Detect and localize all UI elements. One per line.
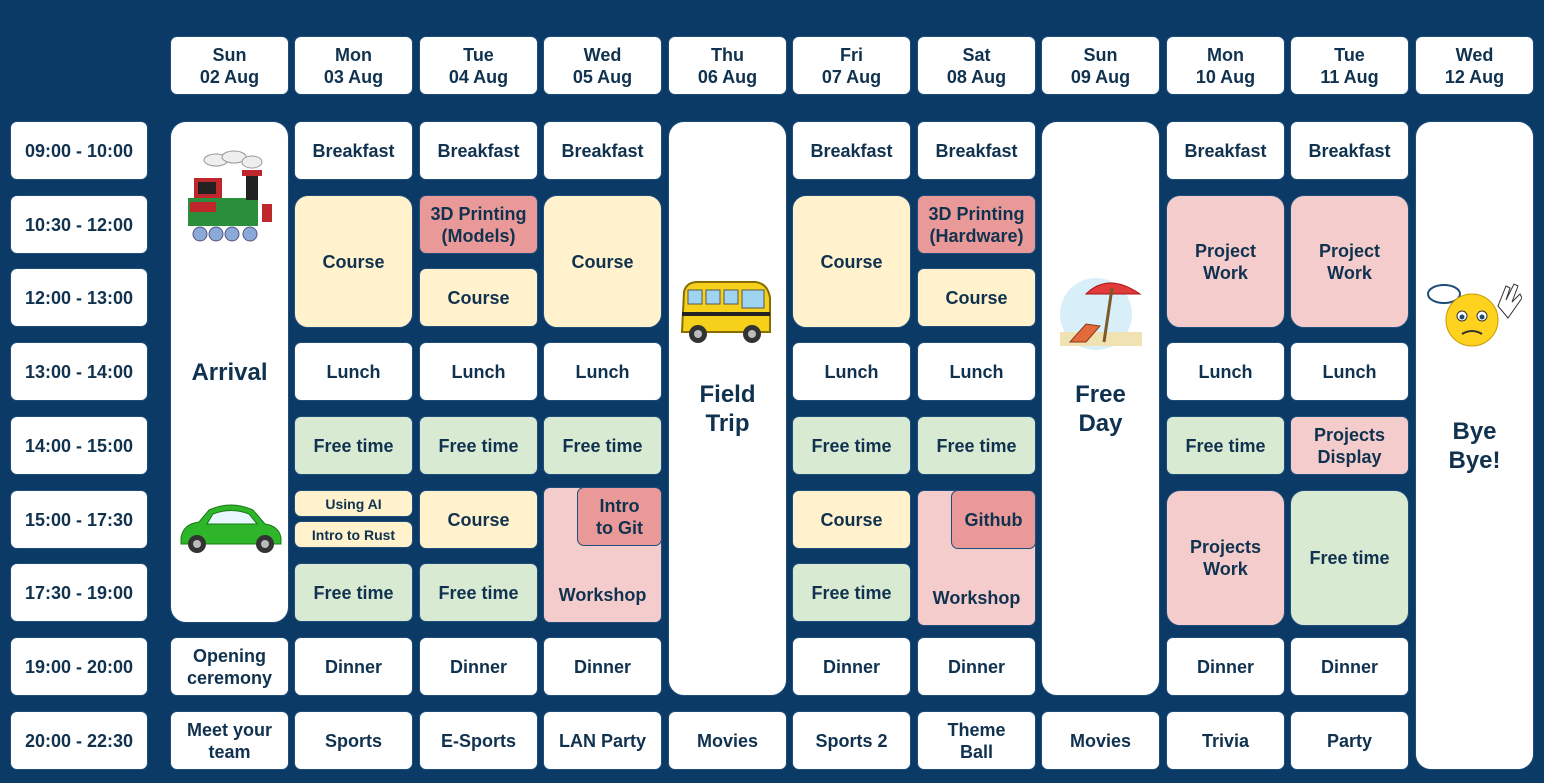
event-opening-ceremony: Opening ceremony [170, 637, 289, 696]
event-course: Course [792, 490, 911, 549]
event-free-time: Free time [1166, 416, 1285, 475]
day-header: Fri 07 Aug [792, 36, 911, 95]
time-slot: 15:00 - 17:30 [10, 490, 148, 549]
day-header: Thu 06 Aug [668, 36, 787, 95]
goodbye-emoji-icon [1427, 283, 1522, 347]
event-field-trip: Field Trip [668, 121, 787, 696]
event-github: Github [951, 490, 1036, 549]
event-sports: Sports [294, 711, 413, 770]
event-free-time: Free time [543, 416, 662, 475]
event-course: Course [917, 268, 1036, 327]
event-lunch: Lunch [1166, 342, 1285, 401]
event-dinner: Dinner [1290, 637, 1409, 696]
event-breakfast: Breakfast [419, 121, 538, 180]
event-lan-party: LAN Party [543, 711, 662, 770]
day-header: Mon 03 Aug [294, 36, 413, 95]
event-dinner: Dinner [294, 637, 413, 696]
event-sports-2: Sports 2 [792, 711, 911, 770]
event-course: Course [419, 490, 538, 549]
event-movies: Movies [668, 711, 787, 770]
time-slot: 12:00 - 13:00 [10, 268, 148, 327]
event-breakfast: Breakfast [543, 121, 662, 180]
event-free-time: Free time [1290, 490, 1409, 626]
event-free-time: Free time [917, 416, 1036, 475]
event-free-time: Free time [294, 416, 413, 475]
day-header: Sun 02 Aug [170, 36, 289, 95]
day-header: Wed 12 Aug [1415, 36, 1534, 95]
event-lunch: Lunch [917, 342, 1036, 401]
car-icon [180, 504, 282, 553]
event-party: Party [1290, 711, 1409, 770]
event-course: Course [294, 195, 413, 328]
event-dinner: Dinner [917, 637, 1036, 696]
time-slot: 17:30 - 19:00 [10, 563, 148, 622]
event-course: Course [792, 195, 911, 328]
event-lunch: Lunch [419, 342, 538, 401]
event-lunch: Lunch [1290, 342, 1409, 401]
day-header: Sun 09 Aug [1041, 36, 1160, 95]
event-free-day: Free Day [1041, 121, 1160, 696]
day-header: Tue 11 Aug [1290, 36, 1409, 95]
school-bus-icon [680, 281, 771, 343]
train-icon [188, 150, 272, 242]
event-meet-your-team: Meet your team [170, 711, 289, 770]
event-free-time: Free time [419, 416, 538, 475]
event-free-time: Free time [792, 416, 911, 475]
day-header: Tue 04 Aug [419, 36, 538, 95]
time-slot: 19:00 - 20:00 [10, 637, 148, 696]
event-intro-to-git: Intro to Git [577, 487, 662, 546]
event-using-ai: Using AI [294, 490, 413, 517]
event-lunch: Lunch [294, 342, 413, 401]
time-slot: 20:00 - 22:30 [10, 711, 148, 770]
event-projects-work: Projects Work [1166, 490, 1285, 626]
event-3d-printing-hardware: 3D Printing (Hardware) [917, 195, 1036, 254]
day-header: Wed 05 Aug [543, 36, 662, 95]
time-slot: 14:00 - 15:00 [10, 416, 148, 475]
event-dinner: Dinner [419, 637, 538, 696]
event-e-sports: E-Sports [419, 711, 538, 770]
event-breakfast: Breakfast [917, 121, 1036, 180]
day-header: Mon 10 Aug [1166, 36, 1285, 95]
event-course: Course [543, 195, 662, 328]
time-slot: 09:00 - 10:00 [10, 121, 148, 180]
event-bye-bye: Bye Bye! [1415, 121, 1534, 770]
event-free-time: Free time [294, 563, 413, 622]
event-breakfast: Breakfast [792, 121, 911, 180]
event-theme-ball: Theme Ball [917, 711, 1036, 770]
event-dinner: Dinner [1166, 637, 1285, 696]
event-projects-display: Projects Display [1290, 416, 1409, 475]
event-breakfast: Breakfast [294, 121, 413, 180]
event-trivia: Trivia [1166, 711, 1285, 770]
event-breakfast: Breakfast [1166, 121, 1285, 180]
event-dinner: Dinner [792, 637, 911, 696]
beach-umbrella-icon [1060, 278, 1142, 350]
event-lunch: Lunch [543, 342, 662, 401]
event-course: Course [419, 268, 538, 327]
event-breakfast: Breakfast [1290, 121, 1409, 180]
event-dinner: Dinner [543, 637, 662, 696]
event-project-work: Project Work [1290, 195, 1409, 328]
event-3d-printing-models: 3D Printing (Models) [419, 195, 538, 254]
time-slot: 10:30 - 12:00 [10, 195, 148, 254]
event-lunch: Lunch [792, 342, 911, 401]
event-intro-to-rust: Intro to Rust [294, 521, 413, 548]
day-header: Sat 08 Aug [917, 36, 1036, 95]
event-free-time: Free time [792, 563, 911, 622]
event-project-work: Project Work [1166, 195, 1285, 328]
event-movies: Movies [1041, 711, 1160, 770]
time-slot: 13:00 - 14:00 [10, 342, 148, 401]
event-free-time: Free time [419, 563, 538, 622]
